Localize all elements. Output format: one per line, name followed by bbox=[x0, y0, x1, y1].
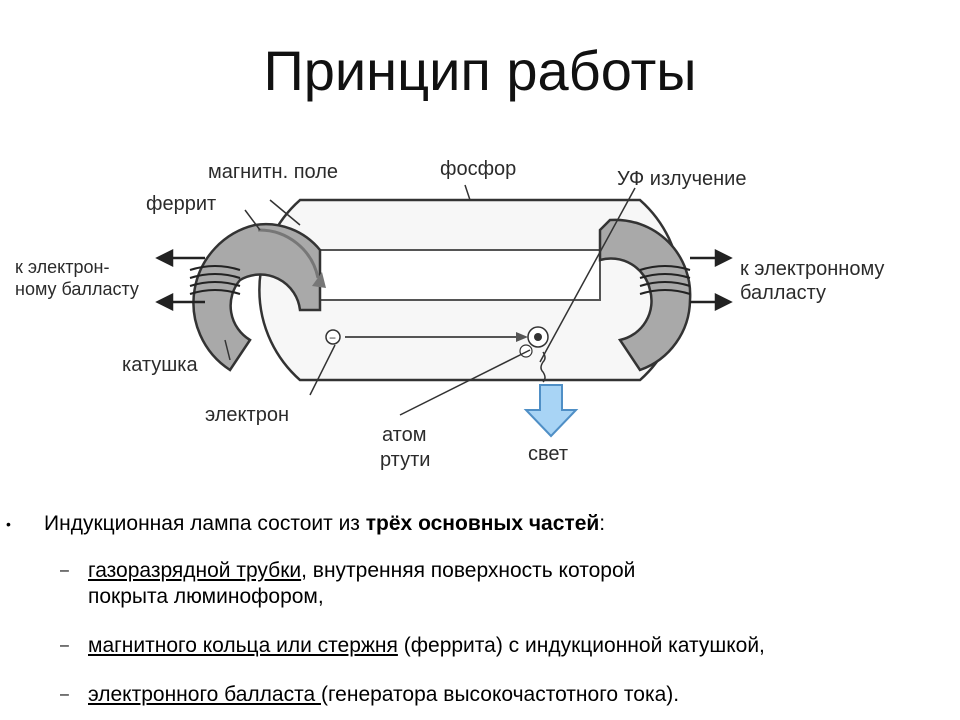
bullet-item-2: магнитного кольца или стержня (феррита) … bbox=[88, 633, 765, 659]
label-magnetic-field: магнитн. поле bbox=[208, 161, 338, 183]
bullet-main-text: Индукционная лампа состоит из bbox=[44, 512, 366, 535]
label-phosphor: фосфор bbox=[440, 158, 516, 180]
label-right-ballast-2: балласту bbox=[740, 282, 826, 304]
label-coil: катушка bbox=[122, 354, 198, 376]
induction-lamp-diagram: − магнитн. поле фосфор УФ излучение ферр… bbox=[15, 158, 884, 471]
mercury-atom bbox=[519, 326, 549, 383]
label-ferrite: феррит bbox=[146, 193, 216, 215]
label-mercury-2: ртути bbox=[380, 449, 430, 471]
right-coil bbox=[639, 265, 691, 295]
label-left-ballast-2: ному балласту bbox=[15, 279, 139, 299]
bullet-main-bold: трёх основных частей bbox=[365, 512, 600, 535]
dash-3: – bbox=[60, 686, 69, 703]
item-3-rest: (генератора высокочастотного тока). bbox=[320, 683, 680, 706]
item-1-rest2: покрыта люминофором, bbox=[88, 585, 324, 608]
label-right-ballast-1: к электронному bbox=[740, 258, 884, 280]
label-light: свет bbox=[528, 443, 568, 465]
item-3-link[interactable]: электронного балласта bbox=[88, 683, 321, 706]
light-arrow bbox=[523, 384, 579, 438]
item-1-link[interactable]: газоразрядной трубки bbox=[88, 559, 302, 582]
ballast-arrows bbox=[155, 248, 733, 312]
bullet-item-1: газоразрядной трубки, внутренняя поверхн… bbox=[88, 558, 635, 610]
item-2-link[interactable]: магнитного кольца или стержня bbox=[88, 634, 398, 657]
svg-text:−: − bbox=[329, 331, 336, 345]
label-left-ballast-1: к электрон- bbox=[15, 257, 109, 277]
item-2-rest: (феррита) с индукционной катушкой, bbox=[397, 634, 765, 657]
bullet-dot: • bbox=[6, 516, 11, 532]
electron: − bbox=[325, 329, 528, 345]
item-1-rest: , внутренняя поверхность которой bbox=[301, 559, 636, 582]
bullet-main-colon: : bbox=[599, 512, 606, 535]
page-title: Принцип работы bbox=[263, 39, 697, 102]
bullet-item-3: электронного балласта (генератора высоко… bbox=[88, 682, 679, 708]
dash-1: – bbox=[60, 562, 69, 579]
label-mercury-1: атом bbox=[382, 424, 427, 446]
magnetic-field-arrow bbox=[257, 228, 320, 279]
left-ferrite-ring bbox=[192, 222, 322, 372]
label-electron: электрон bbox=[205, 404, 289, 426]
left-coil bbox=[189, 265, 241, 295]
leader-lines bbox=[224, 184, 636, 416]
magnetic-field-arrowhead bbox=[312, 272, 326, 288]
label-uv: УФ излучение bbox=[617, 168, 746, 190]
bullet-main: Индукционная лампа состоит из трёх основ… bbox=[44, 512, 605, 536]
right-ferrite-ring bbox=[598, 218, 692, 372]
dash-2: – bbox=[60, 637, 69, 654]
